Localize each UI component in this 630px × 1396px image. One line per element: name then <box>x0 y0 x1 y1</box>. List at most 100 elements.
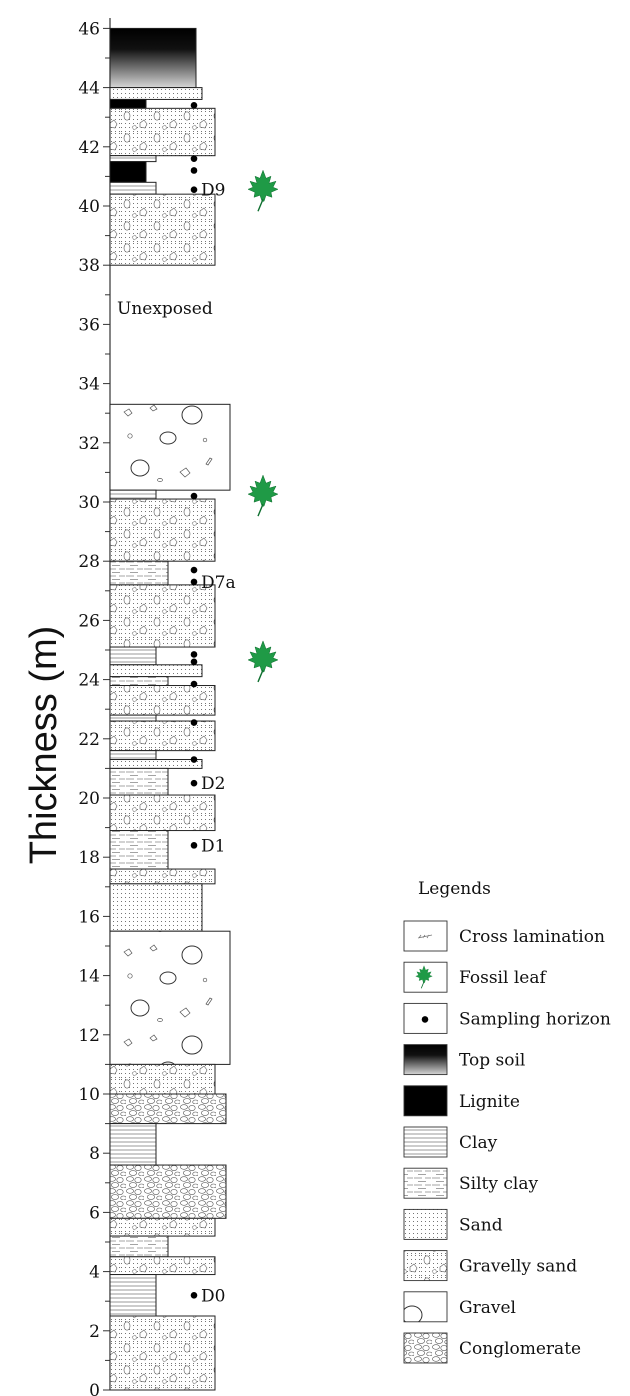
legend-item-conglomerate: Conglomerate <box>403 1332 581 1364</box>
sampling-dot <box>190 842 198 849</box>
sampling-dot <box>190 680 198 688</box>
bed-gravelly-sand <box>109 1063 216 1095</box>
legend-label: Silty clay <box>459 1174 538 1194</box>
legend-swatch <box>403 1208 448 1240</box>
sampling-dot <box>190 492 198 500</box>
bed-gravelly-sand <box>109 193 216 266</box>
y-tick-label: 36 <box>78 315 100 335</box>
y-tick-label: 30 <box>78 493 100 513</box>
legend-swatch <box>403 1250 448 1282</box>
bed-gravel <box>109 403 231 491</box>
legend-swatch <box>403 1291 448 1323</box>
bed-silty-clay <box>109 676 169 687</box>
bed-sand <box>109 883 203 932</box>
legend-label: Clay <box>459 1133 498 1153</box>
bed-clay <box>109 646 157 666</box>
bed-clay <box>109 750 157 761</box>
sampling-dot <box>190 102 198 109</box>
sample-label: D7a <box>201 573 236 593</box>
bed-sand <box>109 664 203 678</box>
unexposed-label: Unexposed <box>117 299 213 319</box>
bed-conglomerate <box>109 1164 227 1219</box>
bed-conglomerate <box>109 1093 227 1125</box>
y-axis-ticks: 0246810121416182022242628303234363840424… <box>78 19 110 1396</box>
fossil-leaf-icon <box>247 640 279 683</box>
bed-lignite <box>109 161 147 183</box>
sampling-dot <box>190 719 198 726</box>
y-tick-label: 14 <box>78 967 100 987</box>
fossil-leaf-icon <box>247 169 279 212</box>
bed-gravelly-sand <box>109 794 216 832</box>
legend-label: Fossil leaf <box>459 968 547 988</box>
y-tick-label: 34 <box>78 375 100 395</box>
bed-gravelly-sand <box>109 1217 216 1237</box>
legend-item-siltyclay: Silty clay <box>403 1167 538 1199</box>
bed-clay <box>109 181 157 195</box>
legend-label: Sampling horizon <box>459 1009 611 1029</box>
sampling-dot <box>190 756 198 763</box>
bed-clay <box>109 155 157 163</box>
y-tick-label: 16 <box>78 907 100 927</box>
bed-sand <box>109 87 203 100</box>
legend-title: Legends <box>418 879 491 899</box>
legend-swatch <box>403 1085 448 1117</box>
y-tick-label: 4 <box>89 1263 100 1283</box>
bed-clay <box>109 489 157 500</box>
sampling-dot <box>190 186 198 194</box>
y-tick-label: 44 <box>78 79 100 99</box>
bed-top-soil <box>109 27 197 89</box>
y-tick-label: 42 <box>78 138 100 158</box>
legend-item-sand: Sand <box>403 1208 503 1240</box>
bed-gravel <box>109 930 231 1065</box>
bed-clay <box>109 1123 157 1166</box>
lithology-beds <box>109 27 231 1391</box>
sample-label: D0 <box>201 1286 225 1306</box>
bed-gravelly-sand <box>109 720 216 752</box>
legend-label: Cross lamination <box>459 927 605 947</box>
bed-gravelly-sand <box>109 868 216 885</box>
bed-silty-clay <box>109 830 169 870</box>
fossil-leaf-icon <box>247 474 279 517</box>
sampling-dot <box>190 1291 198 1299</box>
legend-item-gravel: Gravel <box>403 1291 516 1323</box>
sampling-dot <box>190 779 198 787</box>
legend-item-dot: Sampling horizon <box>403 1002 611 1034</box>
y-tick-label: 8 <box>89 1144 100 1164</box>
legend-label: Top soil <box>459 1051 525 1071</box>
bed-silty-clay <box>109 1235 169 1258</box>
sampling-dot <box>190 155 198 162</box>
fossil-leaf-markers <box>247 169 279 683</box>
bed-lignite <box>109 98 147 109</box>
sample-label: D9 <box>201 181 225 201</box>
y-tick-label: 0 <box>89 1381 100 1396</box>
bed-clay <box>109 1274 157 1317</box>
y-tick-label: 6 <box>89 1203 100 1223</box>
legend-swatch <box>403 1044 448 1076</box>
y-tick-label: 18 <box>78 848 100 868</box>
y-tick-label: 12 <box>78 1026 100 1046</box>
y-tick-label: 46 <box>78 19 100 39</box>
sampling-horizons <box>190 102 198 1299</box>
bed-silty-clay <box>109 767 169 796</box>
y-tick-label: 32 <box>78 434 100 454</box>
y-tick-label: 10 <box>78 1085 100 1105</box>
sampling-dot <box>190 658 198 666</box>
sampling-dot <box>190 566 198 574</box>
bed-clay <box>109 714 157 722</box>
bed-gravelly-sand <box>109 1315 216 1391</box>
sampling-dot <box>190 651 198 658</box>
y-tick-label: 24 <box>78 671 100 691</box>
y-tick-label: 28 <box>78 552 100 572</box>
legend-label: Sand <box>459 1215 503 1235</box>
legend-item-gravellysand: Gravelly sand <box>403 1250 577 1282</box>
bed-sand <box>109 759 203 769</box>
bed-gravelly-sand <box>109 498 216 562</box>
y-tick-label: 22 <box>78 730 100 750</box>
sampling-dot <box>190 167 198 174</box>
bed-gravelly-sand <box>109 584 216 648</box>
cross-lamination-icon <box>417 934 433 939</box>
legend-label: Gravel <box>459 1298 516 1318</box>
